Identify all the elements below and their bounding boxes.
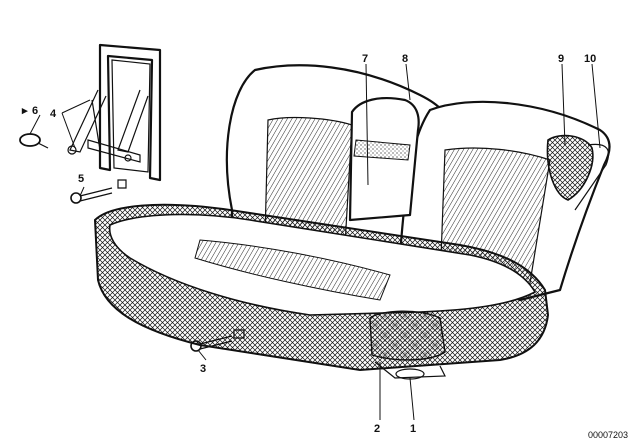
callout-2: 2 bbox=[374, 423, 380, 435]
clip-part bbox=[19, 133, 49, 149]
callout-6-marker: ▸ bbox=[21, 105, 28, 117]
callout-8: 8 bbox=[402, 53, 408, 65]
callout-5: 5 bbox=[78, 173, 84, 185]
leader-lines bbox=[29, 63, 601, 421]
seat-backrest bbox=[225, 64, 611, 302]
callout-4: 4 bbox=[50, 108, 57, 120]
callout-3: 3 bbox=[200, 363, 206, 375]
callout-6: 6 bbox=[32, 105, 38, 117]
reference-code: 00007203 bbox=[588, 430, 628, 440]
seat-cushion bbox=[93, 203, 550, 380]
callout-9: 9 bbox=[558, 53, 564, 65]
callout-7: 7 bbox=[362, 53, 368, 65]
backrest-frame bbox=[67, 43, 162, 182]
callout-10: 10 bbox=[584, 53, 596, 65]
callouts: 1 2 3 4 5 ▸ 6 7 8 9 10 00007203 bbox=[21, 53, 628, 440]
callout-1: 1 bbox=[410, 423, 416, 435]
screw-part-5 bbox=[70, 179, 127, 204]
